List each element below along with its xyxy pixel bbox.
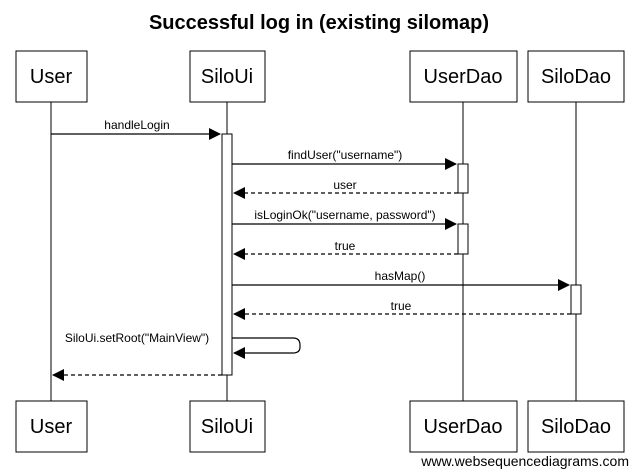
actor-label: SiloDao [541, 66, 611, 88]
message-setroot-self: SiloUi.setRoot("MainView") [65, 331, 301, 359]
message-isloginok: isLoginOk("username, password") [232, 208, 457, 230]
activation-userdao-finduser [457, 163, 469, 194]
actor-silodao-top: SiloDao [527, 50, 625, 103]
message-label: SiloUi.setRoot("MainView") [65, 331, 209, 345]
message-return-true-login: true [233, 239, 458, 260]
message-label: hasMap() [375, 269, 426, 283]
message-finduser: findUser("username") [232, 148, 457, 170]
actor-userdao-bottom: UserDao [409, 400, 518, 453]
message-label: handleLogin [104, 118, 169, 132]
actor-user-bottom: User [15, 400, 88, 453]
actor-userdao-top: UserDao [409, 50, 518, 103]
actor-label: SiloUi [201, 66, 253, 88]
message-label: isLoginOk("username, password") [254, 208, 435, 222]
activation-userdao-isloginok [457, 223, 469, 255]
message-label: true [391, 299, 412, 313]
actor-label: UserDao [424, 416, 503, 438]
diagram-title: Successful log in (existing silomap) [149, 12, 489, 34]
message-label: true [335, 239, 356, 253]
activation-siloui [221, 133, 233, 376]
activation-silodao-hasmap [570, 284, 582, 315]
message-hasmap: hasMap() [232, 269, 570, 291]
actor-label: UserDao [424, 66, 503, 88]
actor-user-top: User [15, 50, 88, 103]
actor-silodao-bottom: SiloDao [527, 400, 625, 453]
message-return-user: user [233, 178, 458, 199]
actor-label: User [30, 66, 73, 88]
actor-label: SiloUi [201, 416, 253, 438]
message-return-true-map: true [233, 299, 571, 320]
message-handlelogin: handleLogin [51, 118, 221, 140]
actor-label: SiloDao [541, 416, 611, 438]
message-label: findUser("username") [288, 148, 403, 162]
actor-siloui-bottom: SiloUi [189, 400, 266, 453]
message-label: user [333, 178, 356, 192]
actor-label: User [30, 416, 73, 438]
watermark: www.websequencediagrams.com [420, 453, 629, 469]
actor-siloui-top: SiloUi [189, 50, 266, 103]
